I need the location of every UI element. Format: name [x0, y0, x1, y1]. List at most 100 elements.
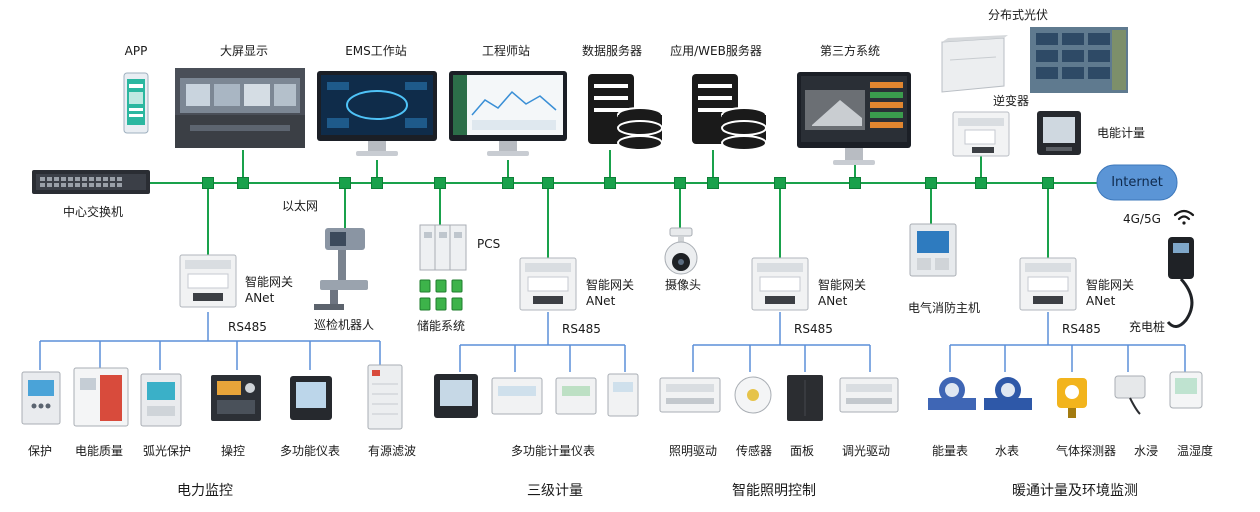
- bus-node: [202, 177, 214, 189]
- bus-node: [502, 177, 514, 189]
- item-active-filter: 有源滤波: [367, 444, 417, 458]
- power-meter-icon: [1037, 111, 1081, 155]
- app-label: APP: [124, 44, 148, 58]
- protection-relay-icon: [21, 371, 61, 425]
- item-lighting-driver: 照明驱动: [668, 444, 718, 458]
- item-gas-detector: 气体探测器: [1055, 444, 1117, 458]
- inspection-robot-icon: [314, 228, 368, 310]
- gateway-2-model: ANet: [586, 294, 616, 308]
- item-water-meter: 水表: [994, 444, 1020, 458]
- wifi-icon: [1173, 209, 1195, 225]
- din-meter-icon-a: [491, 377, 543, 415]
- lighting-driver-icon: [659, 377, 721, 413]
- item-sensor: 传感器: [735, 444, 773, 458]
- item-arc-protection: 弧光保护: [142, 444, 192, 458]
- dimming-driver-icon: [839, 377, 899, 413]
- bus-node: [849, 177, 861, 189]
- big-screen-image: [175, 68, 305, 148]
- item-protection: 保护: [27, 444, 53, 458]
- water-leak-sensor-icon: [1114, 375, 1146, 415]
- bus-node: [925, 177, 937, 189]
- data-server-icon: [588, 74, 663, 151]
- category-smart-lighting: 智能照明控制: [732, 483, 816, 499]
- fire-control-host-icon: [909, 223, 957, 277]
- item-dimming-driver: 调光驱动: [841, 444, 891, 458]
- gateway-4-bus: RS485: [1062, 322, 1101, 336]
- item-operation: 操控: [220, 444, 246, 458]
- ev-charger-icon: [1166, 237, 1194, 328]
- rs485-bus-1: [39, 312, 381, 370]
- arc-protection-icon: [140, 373, 182, 427]
- third-party-label: 第三方系统: [819, 44, 881, 58]
- water-meter-icon: [984, 377, 1032, 410]
- gateway-3-name: 智能网关: [818, 278, 867, 292]
- gateway-1-model: ANet: [245, 291, 275, 305]
- energy-meter-heat-icon: [928, 377, 976, 410]
- item-energy-meter: 能量表: [931, 444, 969, 458]
- ems-label: EMS工作站: [345, 44, 407, 58]
- ems-monitor-icon: [317, 71, 437, 156]
- charger-label: 充电桩: [1128, 320, 1166, 334]
- wall-panel-icon: [787, 375, 823, 421]
- bus-node: [1042, 177, 1054, 189]
- energy-meter-label: 电能计量: [1097, 126, 1146, 140]
- bus-node: [237, 177, 249, 189]
- operation-control-icon: [211, 375, 261, 421]
- bus-node: [774, 177, 786, 189]
- engineer-label: 工程师站: [481, 44, 531, 58]
- gateway-2-bus: RS485: [562, 322, 601, 336]
- storage-battery-icon: [419, 279, 463, 311]
- internet-label: Internet: [1111, 175, 1163, 190]
- bus-node: [674, 177, 686, 189]
- robot-label: 巡检机器人: [313, 318, 375, 332]
- gateway-3-bus: RS485: [794, 322, 833, 336]
- core-switch-icon: [32, 170, 150, 194]
- category-power-monitoring: 电力监控: [177, 483, 233, 499]
- bus-node: [707, 177, 719, 189]
- web-server-icon: [692, 74, 767, 151]
- din-meter-icon-c: [607, 373, 639, 417]
- temp-humidity-sensor-icon: [1169, 371, 1203, 409]
- gateway-device-icon-1: [179, 254, 237, 308]
- rs485-bus-4: [949, 312, 1186, 372]
- distributed-pv-label: 分布式光伏: [987, 8, 1049, 22]
- gateway-3-model: ANet: [818, 294, 848, 308]
- bus-node: [604, 177, 616, 189]
- storage-label: 储能系统: [416, 319, 466, 333]
- bus-node: [371, 177, 383, 189]
- power-quality-icon: [73, 367, 129, 427]
- item-multi-function-metering: 多功能计量仪表: [510, 444, 596, 458]
- item-water-leak: 水浸: [1133, 444, 1159, 458]
- camera-icon: [664, 227, 698, 275]
- camera-label: 摄像头: [665, 278, 702, 292]
- bus-node: [975, 177, 987, 189]
- internet-cloud: [1096, 164, 1178, 201]
- category-three-level-metering: 三级计量: [527, 483, 583, 499]
- gas-detector-icon: [1057, 378, 1087, 418]
- gateway-device-icon-2: [519, 257, 577, 311]
- gateway-1-bus: RS485: [228, 320, 267, 334]
- engineer-monitor-icon: [449, 71, 567, 156]
- gateway-2-name: 智能网关: [586, 278, 635, 292]
- sensor-icon: [734, 376, 772, 414]
- inverter-icon: [941, 35, 1008, 93]
- item-multi-meter: 多功能仪表: [279, 444, 341, 458]
- panel-meter-icon: [434, 374, 478, 418]
- app-phone-icon: [123, 72, 149, 134]
- big-screen-label: 大屏显示: [219, 44, 269, 58]
- pcs-cabinet-icon: [419, 224, 467, 271]
- bus-node: [434, 177, 446, 189]
- din-meter-icon-b: [555, 377, 597, 415]
- pv-panels-image: [1030, 27, 1128, 93]
- multi-function-meter-icon: [290, 376, 332, 420]
- gateway-device-icon-4: [1019, 257, 1077, 311]
- rs485-bus-2: [459, 312, 626, 372]
- active-filter-icon: [367, 364, 403, 430]
- gateway-device-icon-3: [751, 257, 809, 311]
- inverter-label: 逆变器: [993, 94, 1030, 108]
- data-server-label: 数据服务器: [581, 44, 643, 58]
- gateway-1-name: 智能网关: [245, 275, 294, 289]
- gateway-4-name: 智能网关: [1086, 278, 1135, 292]
